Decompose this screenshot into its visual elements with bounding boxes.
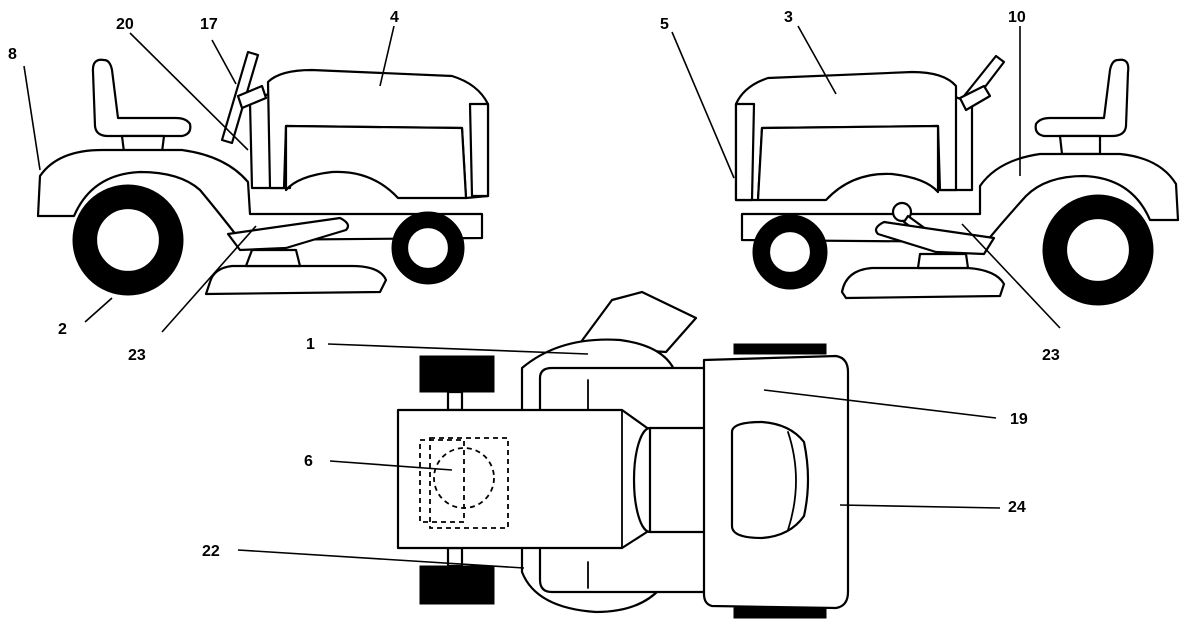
callout-4: 4 (390, 9, 399, 26)
hood-side (284, 124, 468, 200)
rear-wheel-rim (94, 206, 162, 274)
callout-24: 24 (1008, 499, 1026, 516)
steering-column-top (648, 426, 708, 534)
leader-5 (671, 31, 735, 179)
leader-4 (379, 25, 395, 87)
headlight (730, 420, 810, 540)
grille (468, 102, 490, 198)
seat-base (1058, 134, 1102, 156)
front-bumper (733, 343, 827, 355)
top-view (396, 290, 850, 619)
leader-8 (23, 65, 41, 171)
rear-wheel-rim (1064, 216, 1132, 284)
rear-fender (36, 148, 484, 242)
deck-hanger (916, 252, 970, 270)
rear-deck (396, 408, 652, 550)
callout-19: 19 (1010, 411, 1028, 428)
front-bumper-bottom (733, 607, 827, 619)
callout-17: 17 (200, 16, 218, 33)
steering-outline (433, 447, 495, 509)
leader-24 (839, 504, 1001, 509)
running-board (874, 220, 996, 256)
rear-fender (740, 152, 1180, 244)
leader-6 (329, 460, 453, 471)
callout-1: 1 (306, 336, 315, 353)
hood-side (756, 124, 940, 202)
seat-outline (419, 439, 465, 523)
callout-3: 3 (784, 9, 793, 26)
callouts: 8 20 17 4 2 23 5 3 10 23 1 19 6 24 22 (8, 9, 1060, 560)
callout-23-left: 23 (128, 347, 146, 364)
callout-5: 5 (660, 16, 669, 33)
steering-shaft (958, 84, 992, 112)
running-board (226, 216, 350, 252)
callout-2: 2 (58, 321, 67, 338)
front-wheel-rim (405, 225, 451, 271)
callout-20: 20 (116, 16, 134, 33)
leader-22 (237, 549, 525, 569)
right-side-view (734, 54, 1180, 306)
callout-23-right: 23 (1042, 347, 1060, 364)
leader-23-right (961, 223, 1061, 329)
callout-10: 10 (1008, 9, 1026, 26)
deck-hanger (244, 248, 302, 268)
mower-deck (840, 266, 1006, 300)
front-wheel-rim (767, 229, 813, 275)
seat-cushion-outline (429, 437, 509, 529)
leader-1 (327, 343, 589, 355)
leader-23-left (161, 225, 257, 333)
seat (1034, 58, 1130, 138)
rear-left-tire (419, 355, 495, 393)
callout-8: 8 (8, 46, 17, 63)
leader-19 (763, 389, 997, 419)
left-side-view (36, 50, 490, 296)
steering-shaft (236, 84, 268, 110)
rear-right-tire (419, 565, 495, 605)
grille (734, 102, 756, 202)
leader-2 (84, 297, 113, 323)
leader-lines (23, 25, 1061, 569)
leader-3 (797, 25, 837, 95)
seat (91, 58, 192, 138)
leader-17 (211, 39, 237, 85)
mower-deck (204, 264, 388, 296)
leader-20 (129, 32, 249, 151)
callout-22: 22 (202, 543, 220, 560)
axle-stub-top (446, 390, 464, 412)
headlight-inner (787, 431, 797, 531)
callout-6: 6 (304, 453, 313, 470)
